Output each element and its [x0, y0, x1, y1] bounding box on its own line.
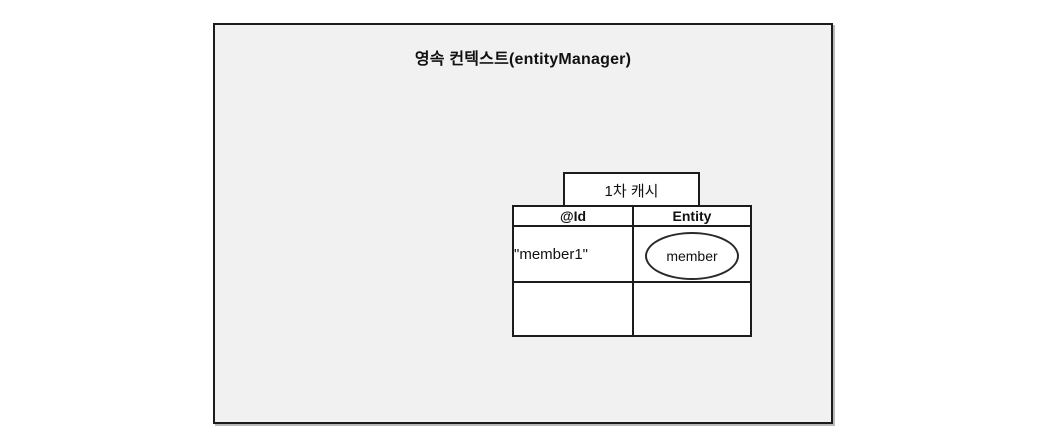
column-header-entity: Entity: [632, 205, 752, 227]
table-row: "member1" member: [512, 225, 752, 283]
first-level-cache-tab: 1차 캐시: [563, 172, 700, 207]
id-value-cell: "member1": [512, 225, 634, 283]
table-header-row: @Id Entity: [512, 205, 752, 227]
column-header-id: @Id: [512, 205, 634, 227]
first-level-cache-label: 1차 캐시: [604, 183, 659, 200]
table-row: [512, 281, 752, 337]
entity-value-cell: member: [632, 225, 752, 283]
entity-oval: member: [645, 231, 739, 280]
id-value-cell-empty: [512, 281, 634, 337]
entity-name: member: [666, 247, 718, 264]
persistence-context-box: 영속 컨텍스트(entityManager) 1차 캐시 @Id Entity …: [213, 23, 833, 424]
persistence-context-title: 영속 컨텍스트(entityManager): [414, 51, 632, 68]
first-level-cache-table: @Id Entity "member1" member: [512, 205, 752, 337]
entity-value-cell-empty: [632, 281, 752, 337]
